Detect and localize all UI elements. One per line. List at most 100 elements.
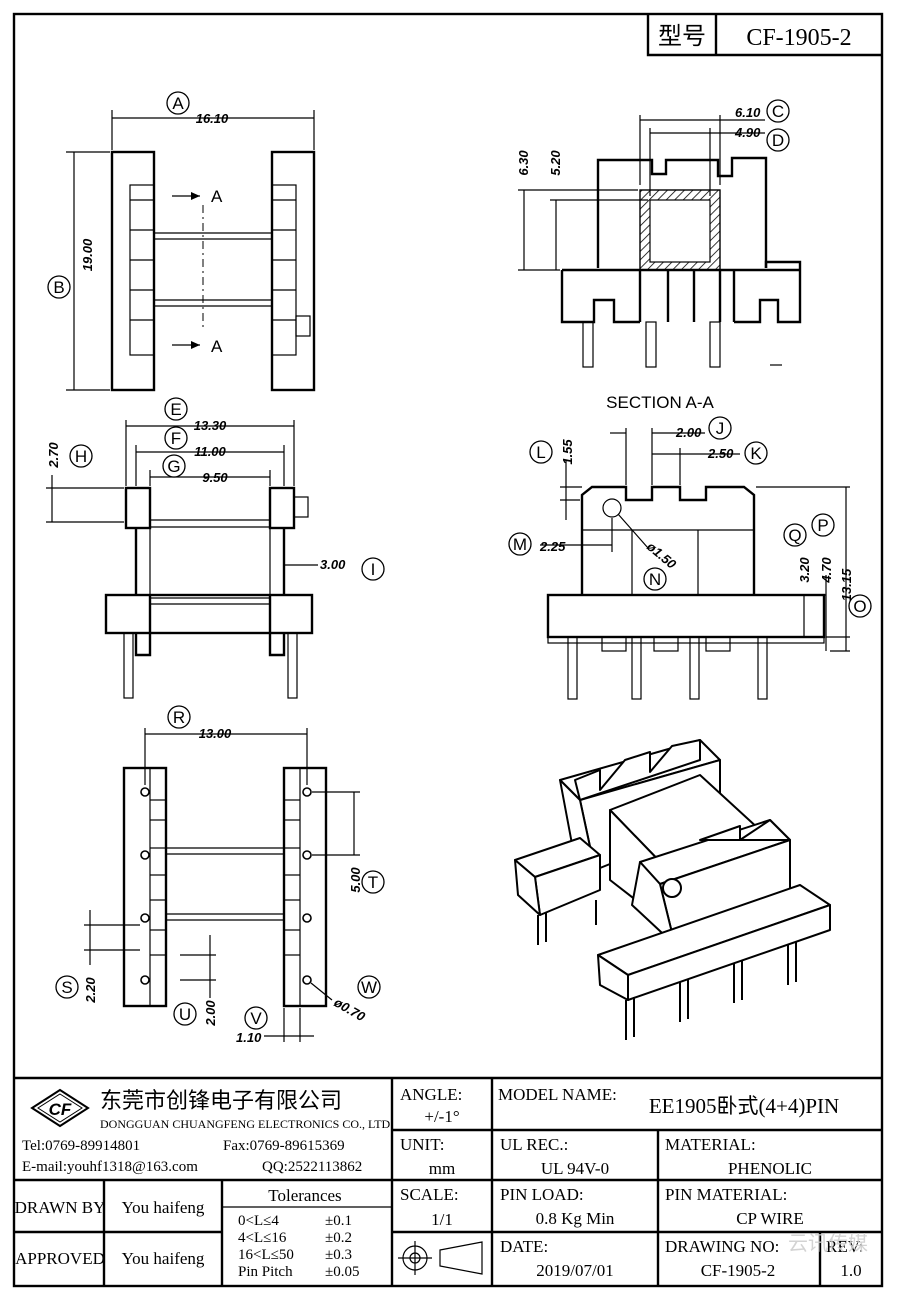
bubble-letter: A xyxy=(172,94,184,113)
logo-text: CF xyxy=(49,1100,72,1119)
dim-m: 2.25 xyxy=(539,539,566,554)
bubble-f xyxy=(164,426,188,450)
company-email: E-mail:youhf1318@163.com xyxy=(22,1159,198,1175)
bubble-j xyxy=(708,416,732,440)
rev-value: 1.0 xyxy=(840,1261,861,1280)
bubble-q xyxy=(783,523,807,547)
tolerance-range: 16<L≤50 xyxy=(238,1247,294,1263)
tolerance-value: ±0.3 xyxy=(325,1247,352,1263)
pin-material-label: PIN MATERIAL: xyxy=(665,1185,787,1204)
section-view: 6.10 4.90 6.30 5.20 SECTION A-A xyxy=(516,105,802,412)
bubble-letter: O xyxy=(853,597,866,616)
drawn-by-value: You haifeng xyxy=(122,1198,205,1217)
bubble-w xyxy=(357,975,381,999)
bubble-n xyxy=(643,567,667,591)
dim-s: 2.20 xyxy=(83,977,98,1004)
bubble-b xyxy=(47,275,71,299)
front-view: 13.30 11.00 9.50 2.70 3.00 xyxy=(46,418,346,699)
dim-r: 13.00 xyxy=(199,726,232,741)
dim-i: 3.00 xyxy=(320,557,346,572)
date-label: DATE: xyxy=(500,1237,548,1256)
dim-q: 3.20 xyxy=(797,557,812,583)
bubble-u xyxy=(173,1002,197,1026)
bubble-t xyxy=(361,870,385,894)
angle-label: ANGLE: xyxy=(400,1085,462,1104)
bubble-d xyxy=(766,128,790,152)
dim-w: ø0.70 xyxy=(332,995,369,1025)
bubble-letter: E xyxy=(170,400,181,419)
bubble-p xyxy=(811,513,835,537)
company-tel: Tel:0769-89914801 xyxy=(22,1138,140,1154)
bubble-letter: L xyxy=(536,443,545,462)
bubble-letter: K xyxy=(750,444,762,463)
bubble-letter: T xyxy=(368,873,378,892)
drawing-no-label: DRAWING NO: xyxy=(665,1237,779,1256)
drawing-no-value: CF-1905-2 xyxy=(701,1261,776,1280)
type-label: 型号 xyxy=(658,23,706,50)
pin-material-value: CP WIRE xyxy=(736,1209,804,1228)
bubble-c xyxy=(766,99,790,123)
tolerance-value: ±0.05 xyxy=(325,1264,359,1280)
bubble-a xyxy=(166,91,190,115)
material-value: PHENOLIC xyxy=(728,1159,812,1178)
tolerance-range: 4<L≤16 xyxy=(238,1230,287,1246)
bubble-letter: C xyxy=(772,102,784,121)
company-fax: Fax:0769-89615369 xyxy=(223,1138,345,1154)
ul-rec-value: UL 94V-0 xyxy=(541,1159,609,1178)
bubble-letter: U xyxy=(179,1005,191,1024)
dim-d: 4.90 xyxy=(734,125,761,140)
material-label: MATERIAL: xyxy=(665,1135,756,1154)
dim-k: 2.50 xyxy=(707,446,734,461)
title-block: CF 东莞市创锋电子有限公司 DONGGUAN CHUANGFENG ELECT… xyxy=(14,1076,882,1286)
model-name-label: MODEL NAME: xyxy=(498,1085,617,1104)
pin-load-label: PIN LOAD: xyxy=(500,1185,584,1204)
section-title: SECTION A-A xyxy=(606,393,714,412)
bubble-letter: Q xyxy=(788,526,801,545)
bubble-letter: W xyxy=(361,978,377,997)
approved-label: APPROVED xyxy=(15,1249,105,1268)
dim-p: 4.70 xyxy=(819,557,834,584)
dim-f: 11.00 xyxy=(194,444,226,459)
bubble-letter: H xyxy=(75,447,87,466)
tolerance-value: ±0.2 xyxy=(325,1230,352,1246)
scale-label: SCALE: xyxy=(400,1185,459,1204)
date-value: 2019/07/01 xyxy=(536,1261,613,1280)
tolerance-value: ±0.1 xyxy=(325,1213,352,1229)
type-value: CF-1905-2 xyxy=(746,25,851,51)
bubble-g xyxy=(162,454,186,478)
dim-l: 1.55 xyxy=(560,439,575,465)
dim-section-h2: 5.20 xyxy=(548,150,563,176)
bottom-view: 13.00 5.00 2.20 2.00 1.10 ø0.70 xyxy=(83,726,368,1045)
tolerance-range: 0<L≤4 xyxy=(238,1213,279,1229)
dim-u: 2.00 xyxy=(203,1000,218,1027)
bubble-letter: F xyxy=(171,429,181,448)
bubble-letter: S xyxy=(61,978,72,997)
model-name-value: EE1905卧式(4+4)PIN xyxy=(649,1094,839,1118)
company-qq: QQ:2522113862 xyxy=(262,1159,362,1175)
dim-e: 13.30 xyxy=(194,418,227,433)
tolerances-title: Tolerances xyxy=(268,1186,341,1205)
unit-label: UNIT: xyxy=(400,1135,444,1154)
dim-v: 1.10 xyxy=(236,1030,262,1045)
dim-b: 19.00 xyxy=(80,238,95,271)
sheet-border xyxy=(12,12,884,1288)
bubble-letter: M xyxy=(513,535,527,554)
ul-rec-label: UL REC.: xyxy=(500,1135,568,1154)
company-name-en: DONGGUAN CHUANGFENG ELECTRONICS CO., LTD… xyxy=(100,1117,393,1131)
bubble-i xyxy=(361,557,385,581)
dim-h: 2.70 xyxy=(46,442,61,469)
dim-j: 2.00 xyxy=(675,425,702,440)
bubble-v xyxy=(244,1006,268,1030)
watermark: 云讯传媒 xyxy=(788,1232,868,1255)
reference-bubble-letters: A B C D E F G H I J K L M N O P Q R S T … xyxy=(53,94,866,1028)
approved-value: You haifeng xyxy=(122,1249,205,1268)
dim-t: 5.00 xyxy=(348,867,363,893)
bubble-s xyxy=(55,975,79,999)
bubble-h xyxy=(69,444,93,468)
company-name-cn: 东莞市创锋电子有限公司 xyxy=(100,1088,342,1113)
isometric-view xyxy=(514,739,831,1040)
company-logo: CF xyxy=(30,1088,90,1128)
bubble-k xyxy=(744,441,768,465)
dim-o: 13.15 xyxy=(839,568,854,601)
